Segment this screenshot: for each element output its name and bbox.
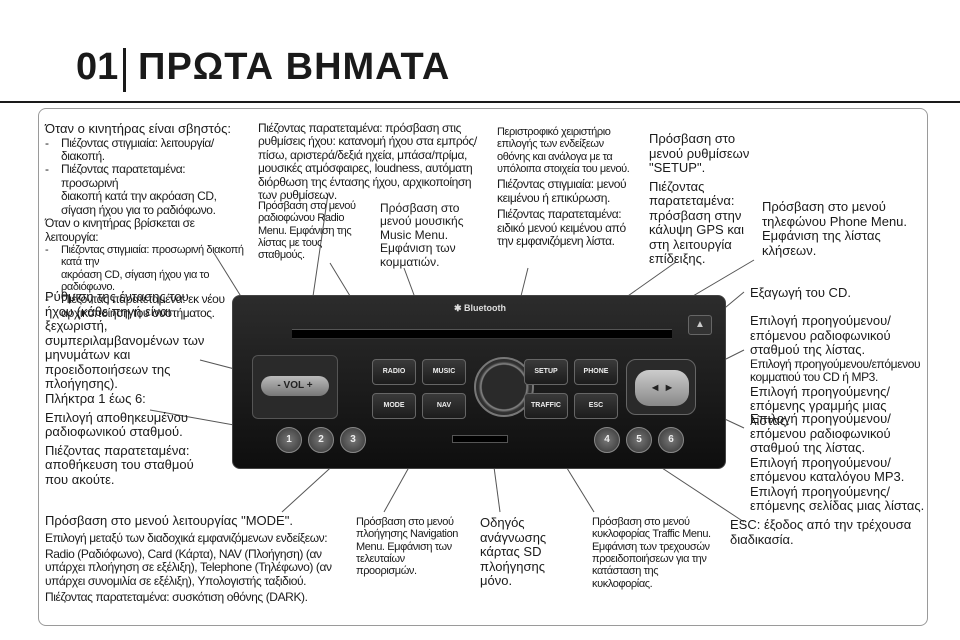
power-engine-off: Όταν ο κινητήρας είναι σβηστός: bbox=[45, 121, 231, 136]
chapter-number: 01 bbox=[76, 46, 119, 88]
volume-minus: - bbox=[277, 380, 281, 391]
presets-title: Πλήκτρα 1 έως 6: bbox=[45, 391, 146, 406]
preset-button-3[interactable]: 3 bbox=[340, 427, 366, 453]
content-frame bbox=[38, 108, 928, 626]
callout-radio-menu: Πρόσβαση στο μενού ραδιοφώνου Radio Menu… bbox=[258, 200, 356, 262]
sd-card-slot bbox=[452, 435, 508, 443]
left-right-arrows-icon: ◄ ► bbox=[649, 382, 675, 394]
up-down-station: Επιλογή προηγούμενου/επόμενου ραδιοφωνικ… bbox=[750, 411, 891, 456]
selector-long: Πιέζοντας παρατεταμένα: ειδικό μενού κει… bbox=[497, 207, 626, 248]
power-on-short-a: Πιέζοντας στιγμιαία: προσωρινή διακοπή κ… bbox=[61, 244, 244, 269]
up-down-folder: Επιλογή προηγούμενου/επόμενου καταλόγου … bbox=[750, 454, 905, 485]
volume-control[interactable]: - VOL + bbox=[252, 355, 338, 419]
volume-rocker[interactable]: - VOL + bbox=[261, 376, 329, 396]
header-underline bbox=[0, 101, 960, 103]
callout-phone-menu: Πρόσβαση στο μενού τηλεφώνου Phone Menu.… bbox=[762, 199, 908, 258]
bullet-dash: - bbox=[45, 292, 49, 307]
callout-selector: Περιστροφικό χειριστήριο επιλογής των εν… bbox=[497, 126, 639, 248]
callout-mode: Πρόσβαση στο μενού λειτουργίας "MODE". Ε… bbox=[45, 513, 345, 605]
preset-button-5[interactable]: 5 bbox=[626, 427, 652, 453]
phone-button[interactable]: PHONE bbox=[574, 359, 618, 385]
prev-next-track: Επιλογή προηγούμενου/επόμενου κομματιού … bbox=[750, 356, 921, 385]
callout-setup: Πρόσβαση στο μενού ρυθμίσεων "SETUP". Πι… bbox=[649, 131, 757, 267]
callout-esc: ESC: έξοδος από την τρέχουσα διαδικασία. bbox=[730, 517, 912, 547]
power-on-short-b: ακρόαση CD, σίγαση ήχου για το ραδιόφωνο… bbox=[61, 268, 210, 293]
mode-sources: Radio (Ραδιόφωνο), Card (Κάρτα), NAV (Πλ… bbox=[45, 546, 332, 588]
preset-button-6[interactable]: 6 bbox=[658, 427, 684, 453]
callout-audio-settings: Πιέζοντας παρατεταμένα: πρόσβαση στις ρυ… bbox=[258, 121, 477, 203]
up-down-page: Επιλογή προηγούμενης/επόμενης σελίδας μι… bbox=[750, 483, 925, 514]
callout-up-down: Επιλογή προηγούμενου/επόμενου ραδιοφωνικ… bbox=[750, 411, 926, 514]
power-short: Πιέζοντας στιγμιαία: λειτουργία/διακοπή. bbox=[61, 135, 214, 163]
cd-slot bbox=[292, 329, 672, 339]
callout-traffic-menu: Πρόσβαση στο μενού κυκλοφορίας Traffic M… bbox=[592, 516, 711, 590]
music-button[interactable]: MUSIC bbox=[422, 359, 466, 385]
preset-button-1[interactable]: 1 bbox=[276, 427, 302, 453]
prev-next-line: Επιλογή προηγούμενης/επόμενης γραμμής μι… bbox=[750, 383, 890, 428]
bullet-dash: - bbox=[45, 135, 49, 150]
power-engine-on: Όταν ο κινητήρας βρίσκεται σε λειτουργία… bbox=[45, 216, 195, 244]
volume-plus: + bbox=[306, 380, 313, 391]
preset-button-2[interactable]: 2 bbox=[308, 427, 334, 453]
bluetooth-label: ✱ Bluetooth bbox=[454, 303, 507, 313]
callout-volume: Ρύθμιση της έντασης του ήχου (κάθε πηγή … bbox=[45, 289, 205, 392]
prev-next-station: Επιλογή προηγούμενου/επόμενου ραδιοφωνικ… bbox=[750, 313, 891, 358]
esc-button[interactable]: ESC bbox=[574, 393, 618, 419]
bullet-dash: - bbox=[45, 162, 49, 177]
eject-icon: ▲ bbox=[695, 319, 705, 330]
mode-button[interactable]: MODE bbox=[372, 393, 416, 419]
page-title: ΠΡΩΤΑ ΒΗΜΑΤΑ bbox=[138, 46, 451, 88]
preset-button-4[interactable]: 4 bbox=[594, 427, 620, 453]
presets-store: Πιέζοντας παρατεταμένα: αποθήκευση του σ… bbox=[45, 442, 194, 487]
power-long-b: διακοπή κατά την ακρόαση CD, bbox=[61, 189, 217, 204]
callout-prev-next: Επιλογή προηγούμενου/επόμενου ραδιοφωνικ… bbox=[750, 313, 926, 428]
selector-desc: Περιστροφικό χειριστήριο επιλογής των εν… bbox=[497, 126, 630, 175]
callout-nav-menu: Πρόσβαση στο μενού πλοήγησης Navigation … bbox=[356, 516, 459, 578]
setup-menu: Πρόσβαση στο μενού ρυθμίσεων "SETUP". bbox=[649, 131, 750, 176]
power-on-long-a: Πιέζοντας παρατεταμένα: εκ νέου bbox=[61, 292, 225, 307]
mode-access: Πρόσβαση στο μενού λειτουργίας "MODE". bbox=[45, 513, 293, 528]
radio-unit: ✱ Bluetooth ▲ - VOL + RADIO MUSIC MODE N… bbox=[232, 295, 726, 469]
callout-eject: Εξαγωγή του CD. bbox=[750, 285, 851, 300]
presets-select: Επιλογή αποθηκευμένου ραδιοφωνικού σταθμ… bbox=[45, 409, 188, 440]
header-divider bbox=[123, 48, 126, 92]
callout-music-menu: Πρόσβαση στο μενού μουσικής Music Menu. … bbox=[380, 201, 464, 269]
mode-dark: Πιέζοντας παρατεταμένα: συσκότιση οθόνης… bbox=[45, 590, 308, 605]
bullet-dash: - bbox=[45, 244, 49, 257]
direction-pad[interactable]: ◄ ► bbox=[626, 359, 696, 415]
callout-power: Όταν ο κινητήρας είναι σβηστός: -Πιέζοντ… bbox=[45, 121, 245, 320]
selector-short: Πιέζοντας στιγμιαία: μενού κειμένου ή επ… bbox=[497, 177, 627, 205]
power-on-long-b: αρχικοποίηση του συστήματος. bbox=[61, 305, 215, 320]
eject-button[interactable]: ▲ bbox=[688, 315, 712, 335]
traffic-button[interactable]: TRAFFIC bbox=[524, 393, 568, 419]
setup-long: Πιέζοντας παρατεταμένα: πρόσβαση στην κά… bbox=[649, 178, 745, 267]
arrow-keys[interactable]: ◄ ► bbox=[635, 370, 689, 406]
setup-button[interactable]: SETUP bbox=[524, 359, 568, 385]
radio-button[interactable]: RADIO bbox=[372, 359, 416, 385]
power-long-a: Πιέζοντας παρατεταμένα: προσωρινή bbox=[61, 162, 186, 190]
nav-button[interactable]: NAV bbox=[422, 393, 466, 419]
volume-label: VOL bbox=[283, 380, 304, 391]
callout-sd-reader: Οδηγός ανάγνωσης κάρτας SD πλοήγησης μόν… bbox=[480, 515, 547, 589]
power-long-c: σίγαση ήχου για το ραδιόφωνο. bbox=[61, 202, 216, 217]
callout-presets: Πλήκτρα 1 έως 6: Επιλογή αποθηκευμένου ρ… bbox=[45, 391, 205, 487]
mode-select: Επιλογή μεταξύ των διαδοχικά εμφανιζόμεν… bbox=[45, 530, 328, 545]
